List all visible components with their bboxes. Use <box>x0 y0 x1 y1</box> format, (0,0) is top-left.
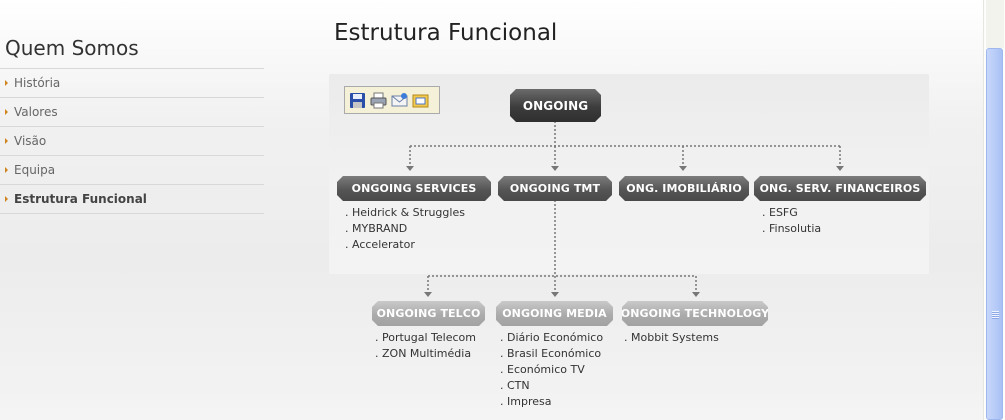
sidebar-item-estrutura-funcional[interactable]: Estrutura Funcional <box>0 184 264 214</box>
list-item: Mobbit Systems <box>624 330 719 346</box>
scrollbar-thumb[interactable] <box>986 48 1003 420</box>
list-item: ZON Multimédia <box>375 346 476 362</box>
arrow-right-icon <box>5 80 8 86</box>
list-item: ESFG <box>762 205 821 221</box>
sidebar-title: Quem Somos <box>5 36 139 60</box>
sidebar-item-equipa[interactable]: Equipa <box>0 155 264 184</box>
arrow-right-icon <box>5 109 8 115</box>
list-item: Económico TV <box>500 362 603 378</box>
org-node-ongoing-tmt[interactable]: ONGOING TMT <box>498 176 612 201</box>
page-title: Estrutura Funcional <box>334 20 558 46</box>
org-node-ongoing-technology[interactable]: ONGOING TECHNOLOGY <box>622 301 768 326</box>
arrow-right-icon <box>5 138 8 144</box>
vertical-scrollbar[interactable] <box>983 0 1005 420</box>
sidebar-item-visao[interactable]: Visão <box>0 126 264 155</box>
org-node-ong-imobiliario[interactable]: ONG. IMOBILIÁRIO <box>619 176 749 201</box>
email-icon[interactable] <box>391 92 408 109</box>
scrollbar-track[interactable] <box>986 0 1004 48</box>
save-icon[interactable] <box>349 92 366 109</box>
page-toolbar <box>344 86 440 114</box>
sidebar-item-label: Valores <box>14 105 58 119</box>
list-item: Brasil Económico <box>500 346 603 362</box>
grip-icon <box>992 311 999 319</box>
org-node-ongoing-media[interactable]: ONGOING MEDIA <box>496 301 613 326</box>
list-item: Impresa <box>500 394 603 410</box>
list-item: MYBRAND <box>345 221 465 237</box>
list-item: Diário Económico <box>500 330 603 346</box>
org-node-ong-serv-financeiros[interactable]: ONG. SERV. FINANCEIROS <box>754 176 926 201</box>
services-company-list: Heidrick & Struggles MYBRAND Accelerator <box>345 205 465 253</box>
sidebar-item-valores[interactable]: Valores <box>0 97 264 126</box>
org-node-ongoing[interactable]: ONGOING <box>510 89 601 122</box>
org-node-ongoing-services[interactable]: ONGOING SERVICES <box>337 176 491 201</box>
arrow-right-icon <box>5 167 8 173</box>
arrow-right-icon <box>5 196 8 202</box>
list-item: Heidrick & Struggles <box>345 205 465 221</box>
media-company-list: Diário Económico Brasil Económico Económ… <box>500 330 603 410</box>
sidebar-item-historia[interactable]: História <box>0 68 264 97</box>
sidebar-item-label: História <box>14 76 61 90</box>
list-item: Accelerator <box>345 237 465 253</box>
folder-icon[interactable] <box>412 92 429 109</box>
sidebar-item-label: Visão <box>14 134 47 148</box>
print-icon[interactable] <box>370 92 387 109</box>
telco-company-list: Portugal Telecom ZON Multimédia <box>375 330 476 362</box>
sidebar-menu: História Valores Visão Equipa Estrutura … <box>0 68 264 214</box>
technology-company-list: Mobbit Systems <box>624 330 719 346</box>
list-item: CTN <box>500 378 603 394</box>
list-item: Finsolutia <box>762 221 821 237</box>
sidebar-item-label: Equipa <box>14 163 56 177</box>
org-node-ongoing-telco[interactable]: ONGOING TELCO <box>372 301 485 326</box>
sidebar-item-label: Estrutura Funcional <box>14 192 147 206</box>
list-item: Portugal Telecom <box>375 330 476 346</box>
financeiros-company-list: ESFG Finsolutia <box>762 205 821 237</box>
